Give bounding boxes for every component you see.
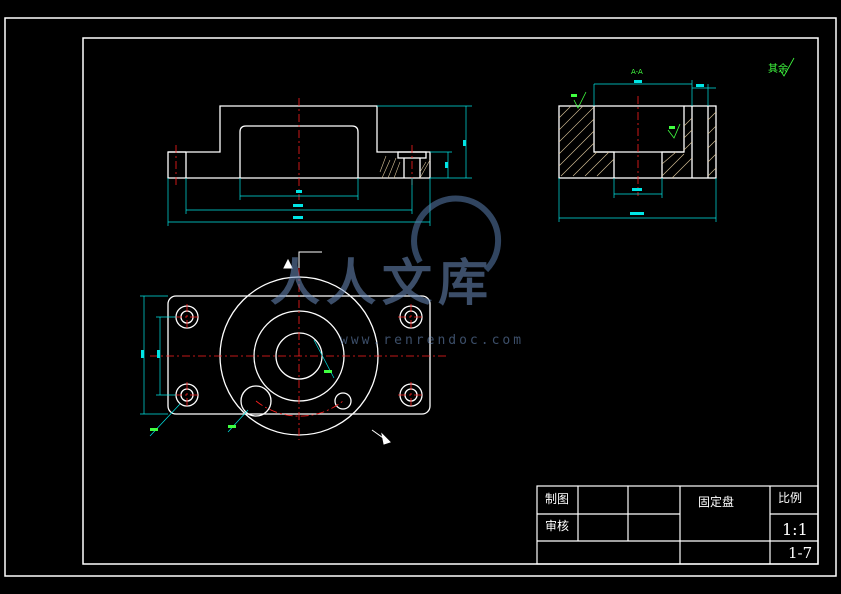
sheet-number: 1-7 (788, 544, 812, 562)
svg-text:人人文库: 人人文库 (270, 254, 494, 312)
checked-label: 审核 (545, 518, 569, 533)
top-view-dimensions (140, 295, 335, 437)
outer-frame (4, 17, 837, 577)
section-view (558, 105, 717, 179)
front-view-hatch (379, 155, 431, 179)
section-cut-arrows (283, 251, 391, 445)
section-label: A-A (631, 68, 643, 76)
surface-note: 其余 (768, 62, 788, 75)
section-dimensions (558, 80, 717, 222)
svg-text:www.renrendoc.com: www.renrendoc.com (340, 333, 524, 348)
drawn-label: 制图 (545, 492, 569, 506)
surface-finish-symbols (571, 57, 795, 139)
scale-value: 1:1 (782, 520, 808, 539)
drawing-title: 固定盘 (698, 494, 734, 509)
scale-label: 比例 (778, 491, 802, 505)
title-block (536, 485, 819, 565)
watermark: 人人文库 www.renrendoc.com (270, 195, 524, 348)
section-hatch (558, 105, 717, 179)
front-view-dimensions (167, 105, 472, 226)
inner-frame (82, 37, 819, 565)
top-view-centerlines (150, 268, 448, 440)
